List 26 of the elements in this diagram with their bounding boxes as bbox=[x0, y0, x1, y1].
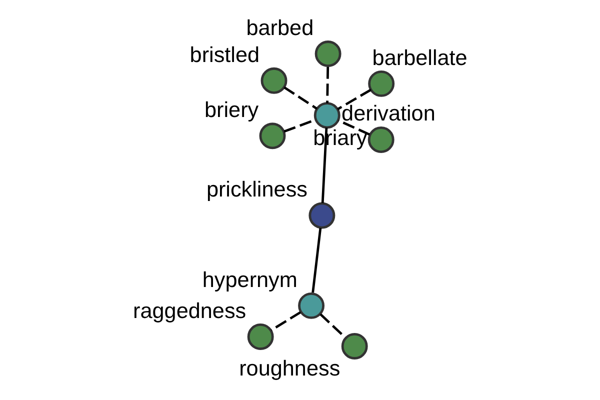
connector bbox=[319, 313, 346, 338]
connector bbox=[270, 311, 301, 332]
node-circle bbox=[298, 292, 324, 319]
node-circle bbox=[313, 102, 340, 129]
connector bbox=[311, 228, 322, 293]
node-label: derivation bbox=[341, 100, 435, 126]
connector bbox=[326, 66, 329, 104]
node-circle bbox=[260, 67, 287, 94]
node-label: roughness bbox=[238, 356, 340, 381]
node-circle bbox=[258, 122, 286, 150]
node-label: prickliness bbox=[206, 176, 307, 202]
node-label: briery bbox=[204, 97, 258, 122]
connector bbox=[283, 86, 318, 110]
node-label: bristled bbox=[189, 42, 260, 67]
node-circle bbox=[368, 70, 394, 97]
node-circle bbox=[340, 333, 368, 360]
connector bbox=[336, 88, 371, 110]
connector bbox=[320, 128, 328, 204]
node-label: barbellate bbox=[372, 44, 467, 70]
node-circle bbox=[246, 323, 274, 350]
node-circle bbox=[308, 202, 335, 229]
node-label: raggedness bbox=[132, 298, 246, 323]
node-label: barbed bbox=[246, 15, 314, 40]
node-label: hypernym bbox=[202, 266, 297, 292]
node-circle bbox=[367, 126, 394, 153]
node-circle bbox=[314, 40, 341, 67]
